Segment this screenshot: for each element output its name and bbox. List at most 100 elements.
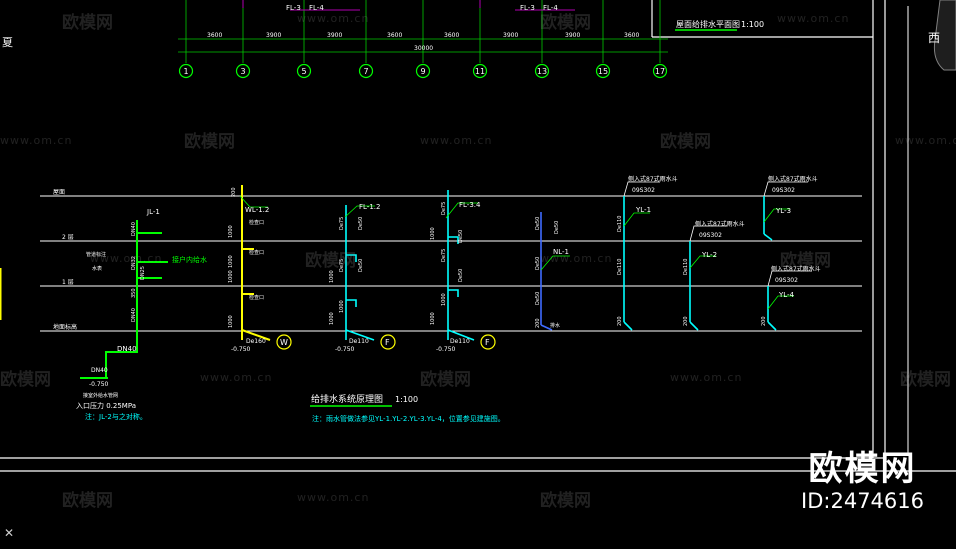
pipe-size: De75 (441, 202, 447, 215)
pipe-size: De50 (358, 259, 364, 272)
right-panel-frame (907, 0, 956, 456)
inlet-note: 接室外给水管网 (83, 392, 118, 399)
pipe-size: 1000 (228, 255, 234, 268)
plan-axis-labels: 1 3 5 7 9 11 13 15 17 (183, 67, 665, 76)
node-circle (276, 334, 292, 350)
riser-fl12: FL-1.2 De110 -0.750 De75 De50 De50 De75 … (329, 203, 396, 353)
axis-label: 7 (363, 67, 368, 76)
schematic-title: 给排水系统原理图 (311, 393, 383, 405)
dim-text: 3600 (444, 32, 459, 39)
pipe-size: De50 (535, 292, 541, 305)
axis-label: 3 (240, 67, 245, 76)
dim-text: 3900 (327, 32, 342, 39)
riser-tag: JL-1 (146, 208, 160, 216)
plan-tag: FL-3 (286, 4, 301, 12)
riser-tag: YL-3 (775, 207, 791, 215)
riser-tag: YL-1 (635, 206, 651, 214)
brand-id: ID:2474616 (801, 489, 924, 513)
pipe-size: DN32 (131, 256, 137, 270)
axis-label: 9 (420, 67, 425, 76)
annot: 检查口 (249, 219, 264, 226)
axis-label: 15 (598, 67, 608, 76)
plan-tag: FL-3 (520, 4, 535, 12)
node-letter: F (485, 338, 490, 347)
pipe-size: De75 (441, 249, 447, 262)
pipe-size: De110 (617, 259, 623, 275)
axis-label: 1 (183, 67, 188, 76)
pipe-size: 200 (231, 187, 237, 197)
pipe-size: 200 (761, 316, 767, 326)
node-letter: F (385, 338, 390, 347)
riser-yl2: 侧入式87式雨水斗 09S302 YL-2 De110 200 (683, 220, 745, 331)
pipe-size: 1000 (430, 227, 436, 240)
pipe-size: DN40 (131, 222, 137, 236)
riser-yl3: 侧入式87式雨水斗 09S302 YL-3 (763, 175, 818, 241)
riser-yl1: 侧入式87式雨水斗 09S302 YL-1 De110 De110 200 (617, 175, 678, 331)
dim-text: 3600 (387, 32, 402, 39)
close-icon[interactable]: ✕ (4, 526, 15, 540)
dim-text: 3600 (624, 32, 639, 39)
pipe-size: 1000 (228, 225, 234, 238)
riser-jl1: JL-1 接户内给水 管道标注 水表 DN40 DN40 -0.750 接室外给… (76, 208, 207, 421)
bottom-size: De160 (246, 338, 266, 345)
drain-std: 09S302 (699, 232, 722, 239)
annot: 排水 (550, 322, 560, 329)
left-glyph: 夏 (2, 36, 13, 49)
pipe-size: De110 (617, 216, 623, 232)
pipe-size: 1000 (441, 293, 447, 306)
riser-tag: NL-1 (553, 248, 569, 256)
dim-text: 3900 (565, 32, 580, 39)
plan-scale: 1:100 (741, 20, 764, 29)
plan-riser-tags: FL-3 FL-4 FL-3 FL-4 (286, 4, 558, 12)
plan-tag: FL-4 (309, 4, 324, 12)
floor-label: 地面标高 (53, 323, 77, 331)
pipe-size: DN40 (131, 308, 137, 322)
plan-tag: FL-4 (543, 4, 558, 12)
elev-label: -0.750 (335, 346, 355, 353)
floor-lines (40, 195, 862, 332)
drain-std: 09S302 (632, 187, 655, 194)
brand-overlay: 欧模网 ID:2474616 (801, 450, 924, 514)
annot: 检查口 (249, 249, 264, 256)
axis-label: 13 (537, 67, 547, 76)
pipe-size: 200 (617, 316, 623, 326)
schematic-scale: 1:100 (395, 395, 418, 404)
dn-label: DN40 (91, 367, 108, 374)
drain-head: 侧入式87式雨水斗 (768, 175, 818, 183)
dim-text: 3900 (503, 32, 518, 39)
dn-label: DN40 (117, 345, 137, 353)
pipe-size: 1000 (329, 312, 335, 325)
riser-yl4: 侧入式87式雨水斗 09S302 YL-4 200 (761, 265, 821, 331)
riser-nl1: NL-1 排水 De50 De50 De50 De50 200 (535, 212, 570, 331)
bottom-size: De110 (349, 338, 369, 345)
pipe-size: 200 (535, 318, 541, 328)
annot: 水表 (92, 265, 102, 272)
pipe-size: De50 (535, 217, 541, 230)
drain-head: 侧入式87式雨水斗 (695, 220, 745, 228)
pipe-size: De50 (458, 269, 464, 282)
drain-head: 侧入式87式雨水斗 (771, 265, 821, 273)
riser-tag: FL-3.4 (459, 201, 481, 209)
plan-title: 屋面给排水平面图 (676, 19, 740, 29)
node-circle (480, 334, 496, 350)
riser-tag: YL-2 (701, 251, 717, 259)
dim-text: 3600 (207, 32, 222, 39)
pipe-size: 1000 (228, 270, 234, 283)
branch-label: 接户内给水 (172, 255, 207, 264)
drain-std: 09S302 (775, 277, 798, 284)
pipe-size: De75 (339, 259, 345, 272)
pipe-size: 1000 (228, 315, 234, 328)
floor-label: 1 层 (62, 279, 74, 286)
pipe-size: 350 (131, 288, 137, 298)
pipe-size: 1000 (339, 300, 345, 313)
pipe-size: 1000 (430, 312, 436, 325)
pipe-size: De50 (458, 230, 464, 243)
elev-label: -0.750 (436, 346, 456, 353)
pipe-size: 1000 (329, 270, 335, 283)
pipe-size: De50 (554, 221, 560, 234)
bottom-size: De110 (450, 338, 470, 345)
pipe-size: De50 (358, 217, 364, 230)
plan-dimensions: 3600 3900 3900 3600 3600 3900 3900 3600 … (207, 32, 639, 52)
elev-label: -0.750 (89, 381, 109, 388)
